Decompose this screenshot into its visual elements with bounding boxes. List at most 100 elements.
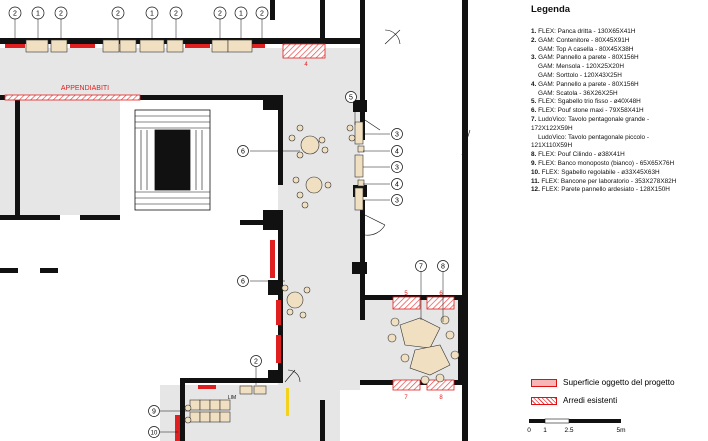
legend-item-number: 11.	[531, 177, 540, 185]
red-label-4: 4	[304, 62, 308, 68]
scale-label: 0	[527, 427, 531, 434]
corridor-furniture	[281, 121, 365, 319]
legend-item: 8. FLEX: Pouf Cilindo - ø38X41H	[531, 151, 706, 160]
legend-item-number: 6.	[531, 107, 537, 115]
legend-item-text: GAM: Sorttolo - 120X43X25H	[538, 71, 622, 79]
legend-item: 12. FLEX: Parete pannello ardesiato - 12…	[531, 186, 706, 195]
top-row-markers: 2 1 2 2 1 2 2 1 2	[8, 6, 269, 40]
marker: 2	[13, 11, 17, 18]
legend-item: GAM: Scatola - 36X26X25H	[531, 90, 706, 99]
legend-item-text: 121X110X59H	[531, 142, 573, 150]
classroom-tables	[387, 315, 460, 385]
marker-4: 4	[395, 182, 399, 189]
legend-item-text: FLEX: Banco monoposto (bianco) - 65X65X7…	[538, 159, 675, 167]
existing-swatch	[531, 396, 557, 405]
legend-item: 4. GAM: Pannello a parete - 80X156H	[531, 81, 706, 90]
key-project-label: Superficie oggetto del progetto	[563, 378, 675, 387]
marker: 1	[36, 11, 40, 18]
marker-5: 5	[349, 95, 353, 102]
marker-3: 3	[395, 198, 399, 205]
red-label-8: 8	[439, 395, 443, 401]
key-project-surface: Superficie oggetto del progetto	[531, 378, 675, 387]
marker: 1	[150, 11, 154, 18]
marker-4: 4	[395, 149, 399, 156]
legend-item: LudoVico: Tavolo pentagonale piccolo -	[531, 134, 706, 143]
legend-item-number: 1.	[531, 28, 537, 35]
key-existing: Arredi esistenti	[531, 396, 617, 405]
legend-item-text: FLEX: Pouf Cilindo - ø38X41H	[538, 151, 625, 159]
legend-item-number: 8.	[531, 151, 537, 159]
red-label-7: 7	[404, 395, 408, 401]
legend-item: 5. FLEX: Sgabello trio fisso - ø40X48H	[531, 98, 706, 107]
legend-item: 1. FLEX: Panca dritta - 130X65X41H	[531, 28, 706, 37]
marker: 2	[59, 11, 63, 18]
legend-item: 11. FLEX: Bancone per laboratorio - 353X…	[531, 178, 706, 187]
legend-item-number: 4.	[531, 80, 537, 88]
legend-item-text: GAM: Contenitore - 80X45X91H	[538, 36, 630, 44]
marker-8: 8	[441, 264, 445, 271]
legend-item-text: FLEX: Bancone per laboratorio - 353X278X…	[541, 177, 677, 185]
legend-item-number: 5.	[531, 98, 537, 106]
marker-9: 9	[152, 409, 156, 416]
legend-item-text: GAM: Top A casella - 80X45X38H	[538, 45, 634, 53]
scale-bar: 0 1 2.5 5m	[527, 418, 626, 434]
legend-item-number: 3.	[531, 54, 537, 62]
staircase	[134, 109, 211, 211]
marker: 1	[239, 11, 243, 18]
marker-3: 3	[395, 132, 399, 139]
legend-item: 3. GAM: Pannello a parete - 80X156H	[531, 54, 706, 63]
marker-3: 3	[395, 165, 399, 172]
lab-furniture	[184, 385, 267, 424]
red-label-6: 6	[439, 291, 443, 297]
legend-item-number: 12.	[531, 186, 540, 194]
legend-item-text: GAM: Mensola - 120X25X20H	[538, 63, 624, 71]
project-surface-swatch	[531, 378, 557, 387]
legend-item-number: 9.	[531, 159, 537, 167]
marker: 2	[218, 11, 222, 18]
legend-item-text: GAM: Pannello a parete - 80X156H	[538, 80, 639, 88]
existing-furniture	[4, 43, 455, 391]
lim-label: LIM	[228, 395, 236, 401]
legend-item-text: 172X122X59H	[531, 124, 573, 132]
legend-item-text: FLEX: Sgabello regolabile - ø33X45X63H	[541, 168, 660, 176]
legend-item-text: GAM: Pannello a parete - 80X156H	[538, 54, 639, 62]
appendiabiti-label: APPENDIABITI	[61, 85, 109, 92]
legend-item-text: GAM: Scatola - 36X26X25H	[538, 89, 618, 97]
legend-item-text: FLEX: Sgabello trio fisso - ø40X48H	[538, 98, 641, 106]
red-label-5: 5	[404, 291, 408, 297]
legend-item: 121X110X59H	[531, 142, 706, 151]
legend-item: 6. FLEX: Pouf stone maxi - 79X58X41H	[531, 107, 706, 116]
legend-item-number: 7.	[531, 115, 537, 123]
marker-2: 2	[254, 359, 258, 366]
scale-label: 1	[543, 427, 547, 434]
legend-item-text: LudoVico: Tavolo pentagonale piccolo -	[538, 133, 649, 141]
marker-6: 6	[241, 279, 245, 286]
doors	[284, 29, 471, 383]
legend-item: GAM: Top A casella - 80X45X38H	[531, 46, 706, 55]
legend-item-text: LudoVico: Tavolo pentagonale grande -	[538, 115, 650, 123]
legend-item-number: 10.	[531, 168, 540, 176]
marker-6: 6	[241, 149, 245, 156]
marker: 2	[260, 11, 264, 18]
legend-item-text: FLEX: Parete pannello ardesiato - 128X15…	[541, 186, 670, 194]
legend-item: 10. FLEX: Sgabello regolabile - ø33X45X6…	[531, 169, 706, 178]
legend-item-text: FLEX: Pouf stone maxi - 79X58X41H	[538, 107, 644, 115]
scale-label: 2.5	[564, 427, 573, 434]
legend: Legenda 1. FLEX: Panca dritta - 130X65X4…	[531, 4, 706, 195]
marker: 2	[116, 11, 120, 18]
legend-item: GAM: Mensola - 120X25X20H	[531, 63, 706, 72]
legend-item: 7. LudoVico: Tavolo pentagonale grande -	[531, 116, 706, 125]
marker-7: 7	[419, 264, 423, 271]
marker-10: 10	[151, 431, 158, 437]
marker: 2	[174, 11, 178, 18]
legend-item-text: FLEX: Panca dritta - 130X65X41H	[538, 28, 636, 35]
callout-markers: 5 6 6 3 4 3 4 3 7 8 2 9 10	[148, 91, 449, 438]
legend-item: 9. FLEX: Banco monoposto (bianco) - 65X6…	[531, 160, 706, 169]
legend-title: Legenda	[531, 4, 571, 15]
leader-lines	[160, 104, 444, 433]
legend-item-number: 2.	[531, 36, 537, 44]
scale-label: 5m	[616, 427, 625, 434]
key-existing-label: Arredi esistenti	[563, 396, 618, 405]
legend-item: GAM: Sorttolo - 120X43X25H	[531, 72, 706, 81]
legend-item: 2. GAM: Contenitore - 80X45X91H	[531, 37, 706, 46]
